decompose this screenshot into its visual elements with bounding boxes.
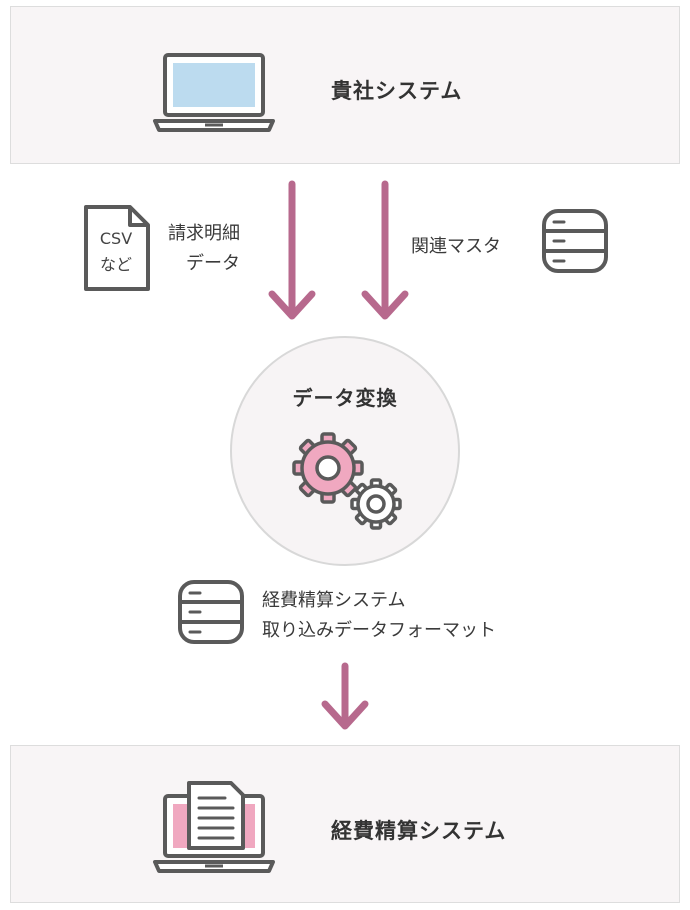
output-arrow: [321, 662, 369, 730]
database-icon: [542, 209, 608, 273]
source-system-box: 貴社システム: [10, 6, 680, 164]
target-system-title: 経費精算システム: [331, 819, 507, 843]
source-system-title: 貴社システム: [331, 79, 463, 103]
conversion-circle: データ変換: [230, 336, 460, 566]
laptop-icon: [153, 53, 275, 132]
laptop-document-icon: [153, 781, 275, 873]
gears-icon: [292, 432, 402, 530]
master-label: 関連マスタ: [411, 236, 501, 257]
input-arrows: [268, 180, 409, 320]
output-label-2: 取り込みデータフォーマット: [262, 620, 496, 641]
target-system-box: 経費精算システム: [10, 745, 680, 903]
invoice-label-1: 請求明細: [168, 223, 240, 244]
csv-file-label-2: など: [99, 255, 132, 274]
output-database-icon: [178, 580, 244, 644]
csv-file-label-1: CSV: [99, 229, 133, 248]
invoice-label-2: データ: [186, 253, 240, 274]
csv-document-icon: CSV など: [80, 203, 152, 293]
conversion-title: データ変換: [292, 386, 398, 410]
output-label-1: 経費精算システム: [262, 590, 406, 611]
